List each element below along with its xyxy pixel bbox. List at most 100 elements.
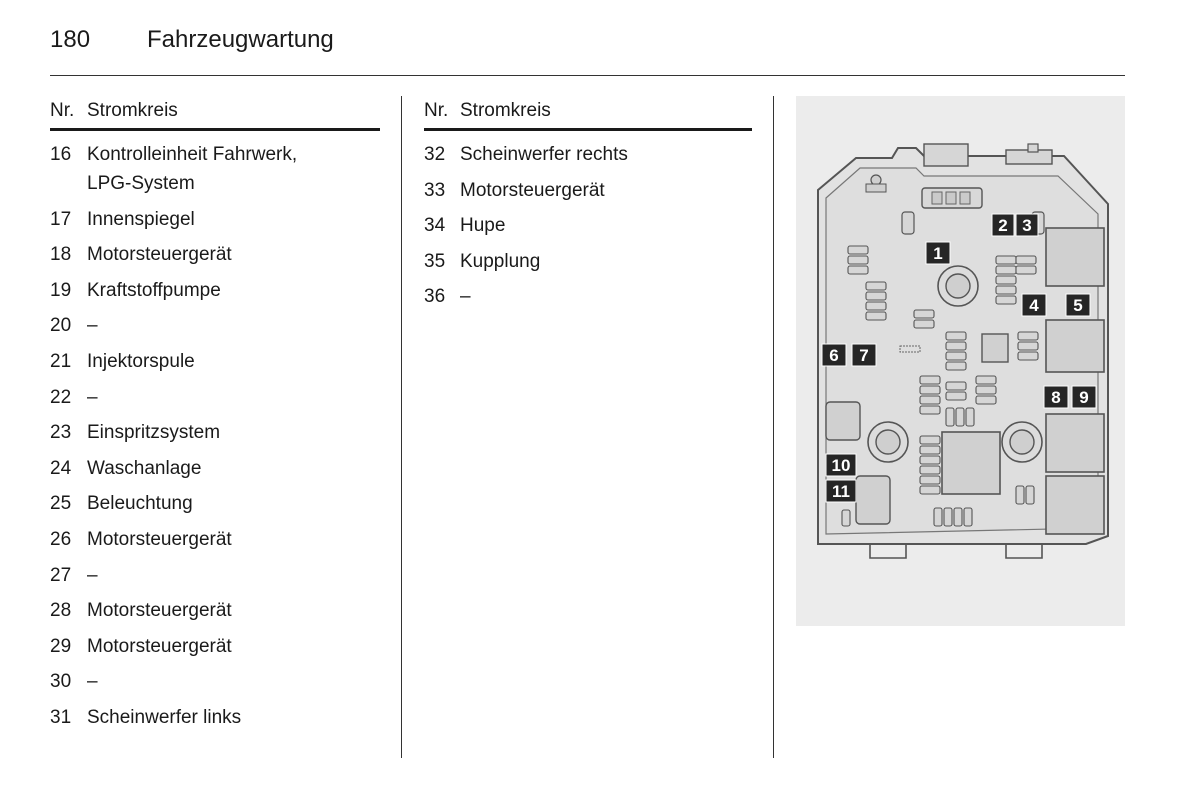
fuse-circuit: – — [87, 386, 98, 408]
fuse-circuit: – — [460, 286, 471, 308]
fuse-row: 32 Scheinwerfer rechts — [424, 140, 752, 169]
fuse-circuit: Motorsteuergerät — [87, 635, 232, 657]
fuse-row: 34 Hupe — [424, 211, 752, 240]
page-number: 180 — [50, 26, 91, 53]
table-header: Nr. Stromkreis — [424, 100, 752, 128]
fuse-number: 29 — [50, 635, 72, 657]
fuse-label-text: 3 — [1022, 216, 1031, 235]
fuse-label: 4 — [1021, 293, 1047, 317]
fuse-row: 36– — [424, 282, 752, 311]
fuse-number: 19 — [50, 279, 72, 301]
fuse-number: 22 — [50, 386, 72, 408]
fuse-row: 27– — [50, 561, 380, 590]
fuse-row: 20– — [50, 311, 380, 340]
fuse-label-text: 11 — [832, 482, 850, 501]
fuse-row: 24 Waschanlage — [50, 454, 380, 483]
fuse-circuit: – — [87, 564, 98, 586]
chapter-title: Fahrzeugwartung — [147, 26, 334, 53]
fuse-label-text: 1 — [933, 244, 942, 263]
fuse-number: 16 — [50, 144, 72, 165]
fuse-number: 36 — [424, 286, 446, 308]
fuse-number: 34 — [424, 215, 446, 237]
fuse-number: 28 — [50, 600, 72, 622]
bolt — [937, 265, 979, 307]
table-header-rule — [50, 128, 380, 131]
fuse-label-text: 6 — [829, 346, 838, 365]
bolt — [1001, 421, 1043, 463]
column-divider — [773, 96, 774, 758]
fuse-circuit: Motorsteuergerät — [87, 244, 232, 266]
fuse-label: 9 — [1071, 385, 1097, 409]
fuse-number: 18 — [50, 244, 72, 266]
fuse-label-text: 4 — [1029, 296, 1039, 315]
fuse-label-text: 5 — [1073, 296, 1082, 315]
fuse-label: 2 — [991, 213, 1015, 237]
fuse-row: 35 Kupplung — [424, 247, 752, 276]
fuse-circuit: Motorsteuergerät — [87, 528, 232, 550]
fuse-circuit: Kraftstoffpumpe — [87, 279, 221, 301]
fuse-label: 6 — [821, 343, 847, 367]
fuse-label: 10 — [825, 453, 857, 477]
fuse-row: 21 Injektorspule — [50, 347, 380, 376]
fuse-number: 31 — [50, 706, 72, 728]
fuse-circuit: Einspritzsystem — [87, 422, 221, 444]
fuse-label-text: 10 — [832, 456, 851, 475]
fuse-row: 28 Motorsteuergerät — [50, 596, 380, 625]
fuse-label: 8 — [1043, 385, 1069, 409]
fuse-number: 23 — [50, 422, 72, 444]
column-divider — [401, 96, 402, 758]
fuse-number: 20 — [50, 315, 72, 337]
fuse-circuit: Injektorspule — [87, 350, 195, 372]
fuse-number: 33 — [424, 179, 446, 201]
fuse-circuit: Waschanlage — [87, 457, 202, 479]
fuse-row: 26 Motorsteuergerät — [50, 525, 380, 554]
bolt — [867, 421, 909, 463]
fuse-row: 22– — [50, 383, 380, 412]
fuse-row: 23 Einspritzsystem — [50, 418, 380, 447]
fuse-number: 25 — [50, 493, 72, 515]
fuse-label: 5 — [1065, 293, 1091, 317]
fuse-number: 26 — [50, 528, 72, 550]
fuse-number: 35 — [424, 250, 446, 272]
fuse-number: 17 — [50, 208, 72, 230]
header-rule — [50, 75, 1125, 76]
fuse-circuit: Innenspiegel — [87, 208, 195, 230]
column-header-circuit: Stromkreis — [460, 100, 551, 121]
fuse-label-text: 2 — [998, 216, 1007, 235]
column-header-nr: Nr. — [424, 100, 449, 121]
fuse-row: 25 Beleuchtung — [50, 489, 380, 518]
fuse-row: 18 Motorsteuergerät — [50, 240, 380, 269]
fuse-label: 3 — [1015, 213, 1039, 237]
fuse-row: 17 Innenspiegel — [50, 205, 380, 234]
fuse-table-right: Nr. Stromkreis 32 Scheinwerfer rechts 33 Mo… — [424, 100, 752, 318]
fuse-row: 30– — [50, 667, 380, 696]
fuse-row: 33 Motorsteuergerät — [424, 176, 752, 205]
fuse-number: 21 — [50, 350, 72, 372]
fuse-number: 24 — [50, 457, 72, 479]
fuse-circuit: Scheinwerfer rechts — [460, 144, 628, 165]
column-header-circuit: Stromkreis — [87, 100, 178, 121]
fuse-row: 29 Motorsteuergerät — [50, 632, 380, 661]
fuse-circuit: Kupplung — [460, 250, 541, 272]
fuse-circuit: – — [87, 671, 98, 693]
fuse-number: 30 — [50, 671, 72, 693]
fuse-circuit: Motorsteuergerät — [87, 600, 232, 622]
fuse-circuit: Motorsteuergerät — [460, 179, 605, 201]
column-header-nr: Nr. — [50, 100, 75, 121]
fuse-label: 1 — [925, 241, 951, 265]
fuse-label-text: 7 — [859, 346, 868, 365]
fuse-number: 32 — [424, 144, 446, 165]
fuse-circuit: – — [87, 315, 98, 337]
fuse-circuit: Beleuchtung — [87, 493, 193, 515]
fuse-label: 11 — [825, 479, 857, 503]
fuse-label: 7 — [851, 343, 877, 367]
table-header-rule — [424, 128, 752, 131]
fuse-circuit: Hupe — [460, 215, 506, 237]
